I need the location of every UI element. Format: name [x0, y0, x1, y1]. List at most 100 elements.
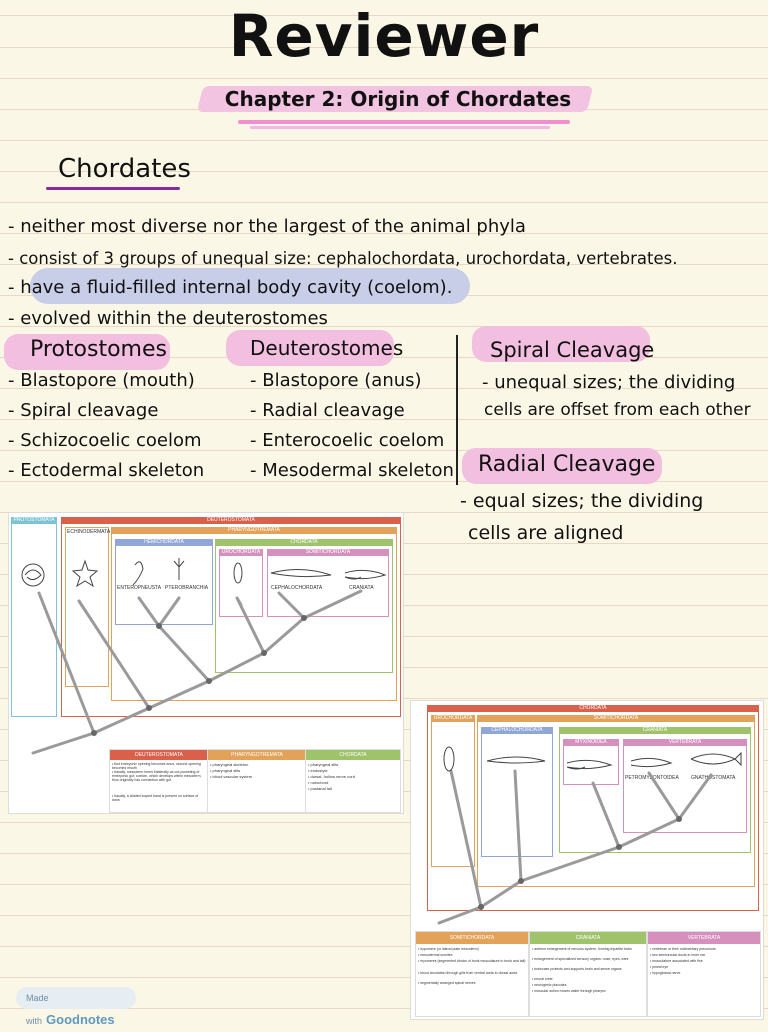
- legend-item: • postanal tail: [308, 786, 332, 791]
- echinodermata-box: [65, 527, 109, 687]
- radial-highlight: [462, 448, 662, 484]
- page-title: Reviewer: [228, 2, 540, 70]
- legend-item: • hypomere (or lateral plate mesoderm): [418, 947, 479, 951]
- radial-text: - equal sizes; the dividing: [460, 490, 704, 512]
- legend-item: • hypoglossal nerve: [650, 971, 681, 975]
- legend-item: • endostyle: [308, 768, 328, 773]
- legend-item: • blood vascular system: [210, 774, 253, 779]
- deuterostome-cladogram: PROTOSTOMATA DEUTEROSTOMATA ECHINODERMAT…: [8, 512, 404, 814]
- legend-chordata: CHORDATA • pharyngeal slits • endostyle …: [305, 749, 401, 813]
- legend-item: • dorsal, hollow nerve cord: [308, 774, 355, 779]
- pharyngotremata-label: PHARYNGOTREMATA: [111, 527, 397, 534]
- lancelet-icon: [486, 756, 546, 764]
- protostomes-highlight: [4, 334, 170, 370]
- hemichordata-label: HEMICHORDATA: [115, 539, 213, 546]
- node-icon: [261, 650, 267, 656]
- protostomata-label: PROTOSTOMATA: [11, 517, 57, 524]
- legend-title: CRANIATA: [530, 932, 646, 944]
- gnathostomata-label: GNATHOSTOMATA: [691, 775, 736, 781]
- legend-item: • pharyngeal slits: [308, 762, 339, 767]
- starfish-icon: [71, 559, 99, 588]
- divider-line: [456, 335, 458, 485]
- acorn-worm-icon: [132, 561, 144, 586]
- legend-vertebrata: VERTEBRATA • vertebrae or their rudiment…: [647, 931, 761, 1017]
- chapter-title: Chapter 2: Origin of Chordates: [224, 87, 572, 111]
- protostomes-item: - Spiral cleavage: [8, 400, 159, 421]
- legend-title: CHORDATA: [306, 750, 400, 760]
- vertebrata-label: VERTEBRATA: [623, 739, 747, 746]
- node-icon: [146, 705, 152, 711]
- legend-somitichordata: SOMITICHORDATA • hypomere (or lateral pl…: [415, 931, 529, 1017]
- section-underline: [46, 187, 180, 190]
- protostomes-item: - Blastopore (mouth): [8, 370, 195, 391]
- bullet-4: - evolved within the deuterostomes: [8, 308, 328, 329]
- bullet-1: - neither most diverse nor the largest o…: [8, 216, 526, 237]
- node-icon: [676, 816, 682, 822]
- tunicate-icon: [233, 562, 243, 584]
- cephalochordata-label: CEPHALOCHORDATA: [271, 585, 323, 591]
- legend-item: • pharyngeal slits: [210, 768, 241, 773]
- bullet-3: - have a fluid-filled internal body cavi…: [8, 277, 453, 298]
- myxinoidea-label: MYXINOIDEA: [563, 739, 619, 746]
- legend-item: • two semicircular ducts in inner ear: [650, 953, 706, 957]
- protostomes-item: - Ectodermal skeleton: [8, 460, 205, 481]
- deuterostomata-label: DEUTEROSTOMATA: [61, 517, 401, 524]
- section-heading: Chordates: [58, 154, 191, 184]
- radial-heading: Radial Cleavage: [478, 452, 656, 477]
- legend-item: • basally, a ciliated looped band is pre…: [112, 794, 199, 802]
- legend-item: • neural crest: [532, 977, 553, 981]
- legend-deuterostomata: DEUTEROSTOMATA • first embryonic opening…: [109, 749, 209, 813]
- legend-pharyngotremata: PHARYNGOTREMATA • pharyngeal skeleton • …: [207, 749, 307, 813]
- legend-item: • blood circulation through gills from v…: [418, 971, 518, 975]
- spiral-heading: Spiral Cleavage: [490, 338, 655, 362]
- legend-item: • anterior enlargement of nervous system…: [532, 947, 632, 951]
- node-icon: [478, 904, 484, 910]
- legend-item: • braincase protects and supports brain …: [532, 967, 622, 971]
- node-icon: [301, 615, 307, 621]
- node-icon: [616, 844, 622, 850]
- deuterostomes-item: - Enterocoelic coelom: [250, 430, 445, 451]
- cladogram-tree: [437, 746, 742, 925]
- legend-item: • mesodermal somites: [418, 953, 453, 957]
- legend-item: • pharyngeal skeleton: [210, 762, 249, 767]
- legend-item: • myomeres (segmented blocks of trunk mu…: [418, 959, 526, 963]
- legend-title: DEUTEROSTOMATA: [110, 750, 208, 760]
- legend-item: • vertebrae or their rudimentary precurs…: [650, 947, 716, 951]
- deuterostomes-heading: Deuterostomes: [250, 336, 404, 360]
- bullet-2: - consist of 3 groups of unequal size: c…: [8, 249, 678, 268]
- chordata-label: CHORDATA: [215, 539, 393, 546]
- cladogram-tree: [21, 558, 387, 755]
- fish-icon: [690, 751, 742, 767]
- legend-item: • enlargement of specialized sensory org…: [532, 957, 629, 961]
- legend-item: • notochord: [308, 780, 329, 785]
- chordata-label: CHORDATA: [427, 705, 759, 712]
- legend-item: • pineal eye: [650, 965, 669, 969]
- deuterostomes-item: - Blastopore (anus): [250, 370, 422, 391]
- pterobranch-icon: [173, 558, 185, 580]
- legend-item: • neurogenic placodes: [532, 983, 567, 987]
- somitichordata-label: SOMITICHORDATA: [477, 715, 755, 722]
- chordate-cladogram: CHORDATA UROCHORDATA SOMITICHORDATA CEPH…: [410, 700, 764, 1020]
- chapter-underline-2: [250, 126, 550, 129]
- deuterostomes-item: - Radial cleavage: [250, 400, 405, 421]
- lamprey-icon: [344, 569, 387, 580]
- pterobranchia-label: PTEROBRANCHIA: [165, 585, 209, 591]
- hagfish-icon: [566, 759, 613, 770]
- craniata-label: CRANIATA: [559, 727, 751, 734]
- somitichordata-label: SOMITICHORDATA: [267, 549, 389, 556]
- node-icon: [91, 730, 97, 736]
- spiral-text: - unequal sizes; the dividing: [482, 372, 736, 393]
- craniata-label: CRANIATA: [349, 585, 374, 591]
- bullet-highlight: [30, 268, 470, 304]
- enteropneusta-label: ENTEROPNEUSTA: [117, 585, 162, 591]
- lamprey-icon: [630, 757, 673, 768]
- legend-title: SOMITICHORDATA: [416, 932, 528, 944]
- legend-item: • musculature associated with fins: [650, 959, 703, 963]
- legend-title: VERTEBRATA: [648, 932, 760, 944]
- legend-item: • muscular action moves water through ph…: [532, 989, 606, 993]
- deuterostomes-highlight: [226, 330, 394, 366]
- legend-item: • segmentally arranged spinal nerves: [418, 981, 476, 985]
- badge-made-with: Made with: [26, 993, 49, 1026]
- node-icon: [206, 678, 212, 684]
